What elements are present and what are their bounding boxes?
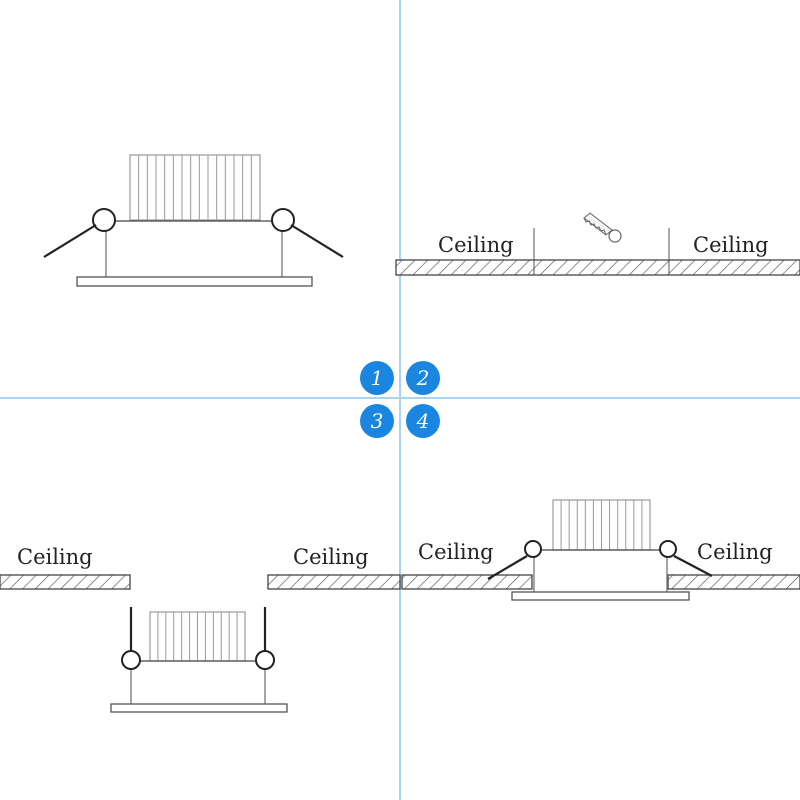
step-badge-2: 2 xyxy=(406,361,440,395)
trim-plate xyxy=(511,591,690,601)
panel-4-installed: Ceiling Ceiling xyxy=(401,499,800,601)
heatsink-fins xyxy=(560,500,643,550)
svg-text:4: 4 xyxy=(416,409,430,433)
svg-text:2: 2 xyxy=(416,366,430,390)
spring-arm-right xyxy=(673,555,713,577)
step-badge-1: 1 xyxy=(360,361,394,395)
heatsink-fins xyxy=(138,155,252,220)
spring-clip-right xyxy=(271,208,295,232)
spring-arm-right xyxy=(290,224,344,258)
ceiling-label-left: Ceiling xyxy=(438,233,514,257)
ceiling-label-right: Ceiling xyxy=(693,233,769,257)
step-badge-4: 4 xyxy=(406,404,440,438)
ceiling-label-right: Ceiling xyxy=(293,545,369,569)
trim-plate xyxy=(110,703,288,713)
spring-clip-right xyxy=(659,540,677,558)
panel-1-downlight xyxy=(43,154,344,287)
ceiling-board-left xyxy=(0,574,131,590)
heatsink-outline xyxy=(129,154,261,221)
ceiling-board xyxy=(395,259,800,276)
svg-text:1: 1 xyxy=(371,366,384,390)
ceiling-board-right xyxy=(667,574,800,590)
ceiling-board-left xyxy=(401,574,533,590)
spring-clip-right xyxy=(255,650,275,670)
spring-clip-left xyxy=(121,650,141,670)
spring-arm-left xyxy=(487,555,528,580)
step-badge-3: 3 xyxy=(360,404,394,438)
heatsink-fins xyxy=(157,612,238,661)
trim-plate xyxy=(76,276,313,287)
ceiling-board-right xyxy=(267,574,401,590)
spring-clip-left xyxy=(524,540,542,558)
step-badges: 1 2 3 4 xyxy=(360,361,440,438)
ceiling-label-left: Ceiling xyxy=(17,545,93,569)
saw-icon xyxy=(583,212,622,243)
ceiling-label-right: Ceiling xyxy=(697,540,773,564)
panel-3-insert-lamp: Ceiling Ceiling xyxy=(0,545,401,713)
panel-2-cut-ceiling: Ceiling Ceiling xyxy=(395,212,800,276)
ceiling-label-left: Ceiling xyxy=(418,540,494,564)
svg-text:3: 3 xyxy=(371,409,384,433)
spring-arm-left xyxy=(43,224,97,258)
spring-clip-left xyxy=(92,208,116,232)
